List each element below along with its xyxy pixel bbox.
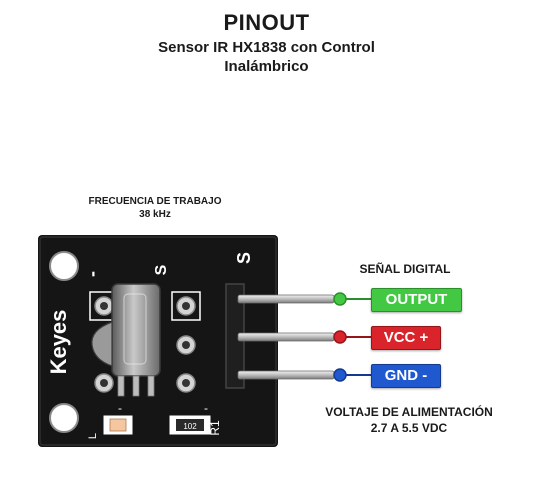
receiver-lead-2 [132, 375, 140, 397]
header-pin-vcc [237, 332, 335, 342]
silk-s-right: S [234, 252, 254, 264]
subtitle-line-1: Sensor IR HX1838 con Control [158, 39, 375, 56]
subtitle-line-2: Inalámbrico [224, 58, 309, 75]
mounting-hole-top [49, 251, 79, 281]
smd-led [103, 415, 133, 435]
pin-header [225, 283, 335, 389]
silk-minus-bottom: - [118, 401, 122, 415]
header-pin-gnd [237, 370, 335, 380]
vcc-dot-icon [333, 330, 347, 344]
frequency-value: 38 kHz [139, 209, 171, 220]
pad-outline-right-top [171, 291, 201, 321]
receiver-lens [91, 321, 113, 367]
frequency-label: FRECUENCIA DE TRABAJO [88, 196, 222, 207]
page-subtitle: Sensor IR HX1838 con Control Inalámbrico [0, 38, 533, 76]
voltage-label: VOLTAJE DE ALIMENTACIÓN [325, 405, 493, 419]
receiver-highlight [123, 293, 147, 365]
resistor-code: 102 [183, 422, 197, 431]
pin-label-gnd: GND - [371, 364, 441, 388]
mounting-hole-bottom [49, 403, 79, 433]
silk-l: L [87, 433, 99, 439]
signal-annotation: SEÑAL DIGITAL [359, 262, 451, 276]
gnd-dot-icon [333, 368, 347, 382]
smd-resistor: 102 [169, 415, 211, 435]
silk-minus-top: - [82, 271, 102, 277]
receiver-body [111, 283, 161, 377]
brand-silkscreen: Keyes [46, 310, 71, 375]
pin-label-output: OUTPUT [371, 288, 462, 312]
pin-label-vcc: VCC + [371, 326, 441, 350]
voltage-annotation: VOLTAJE DE ALIMENTACIÓN 2.7 A 5.5 VDC [300, 404, 518, 436]
header-pin-output [237, 294, 335, 304]
receiver-lead-3 [147, 375, 155, 397]
output-dot-icon [333, 292, 347, 306]
receiver-lead-1 [117, 375, 125, 397]
silk-r1: R1 [208, 420, 222, 436]
silk-s-left: S [153, 264, 170, 275]
page-title: PINOUT [223, 10, 310, 35]
solder-pads-right [176, 296, 196, 393]
silk-minus-right: - [204, 401, 208, 415]
voltage-value: 2.7 A 5.5 VDC [370, 421, 448, 435]
frequency-annotation: FRECUENCIA DE TRABAJO 38 kHz [60, 195, 250, 221]
ir-receiver [91, 283, 161, 397]
